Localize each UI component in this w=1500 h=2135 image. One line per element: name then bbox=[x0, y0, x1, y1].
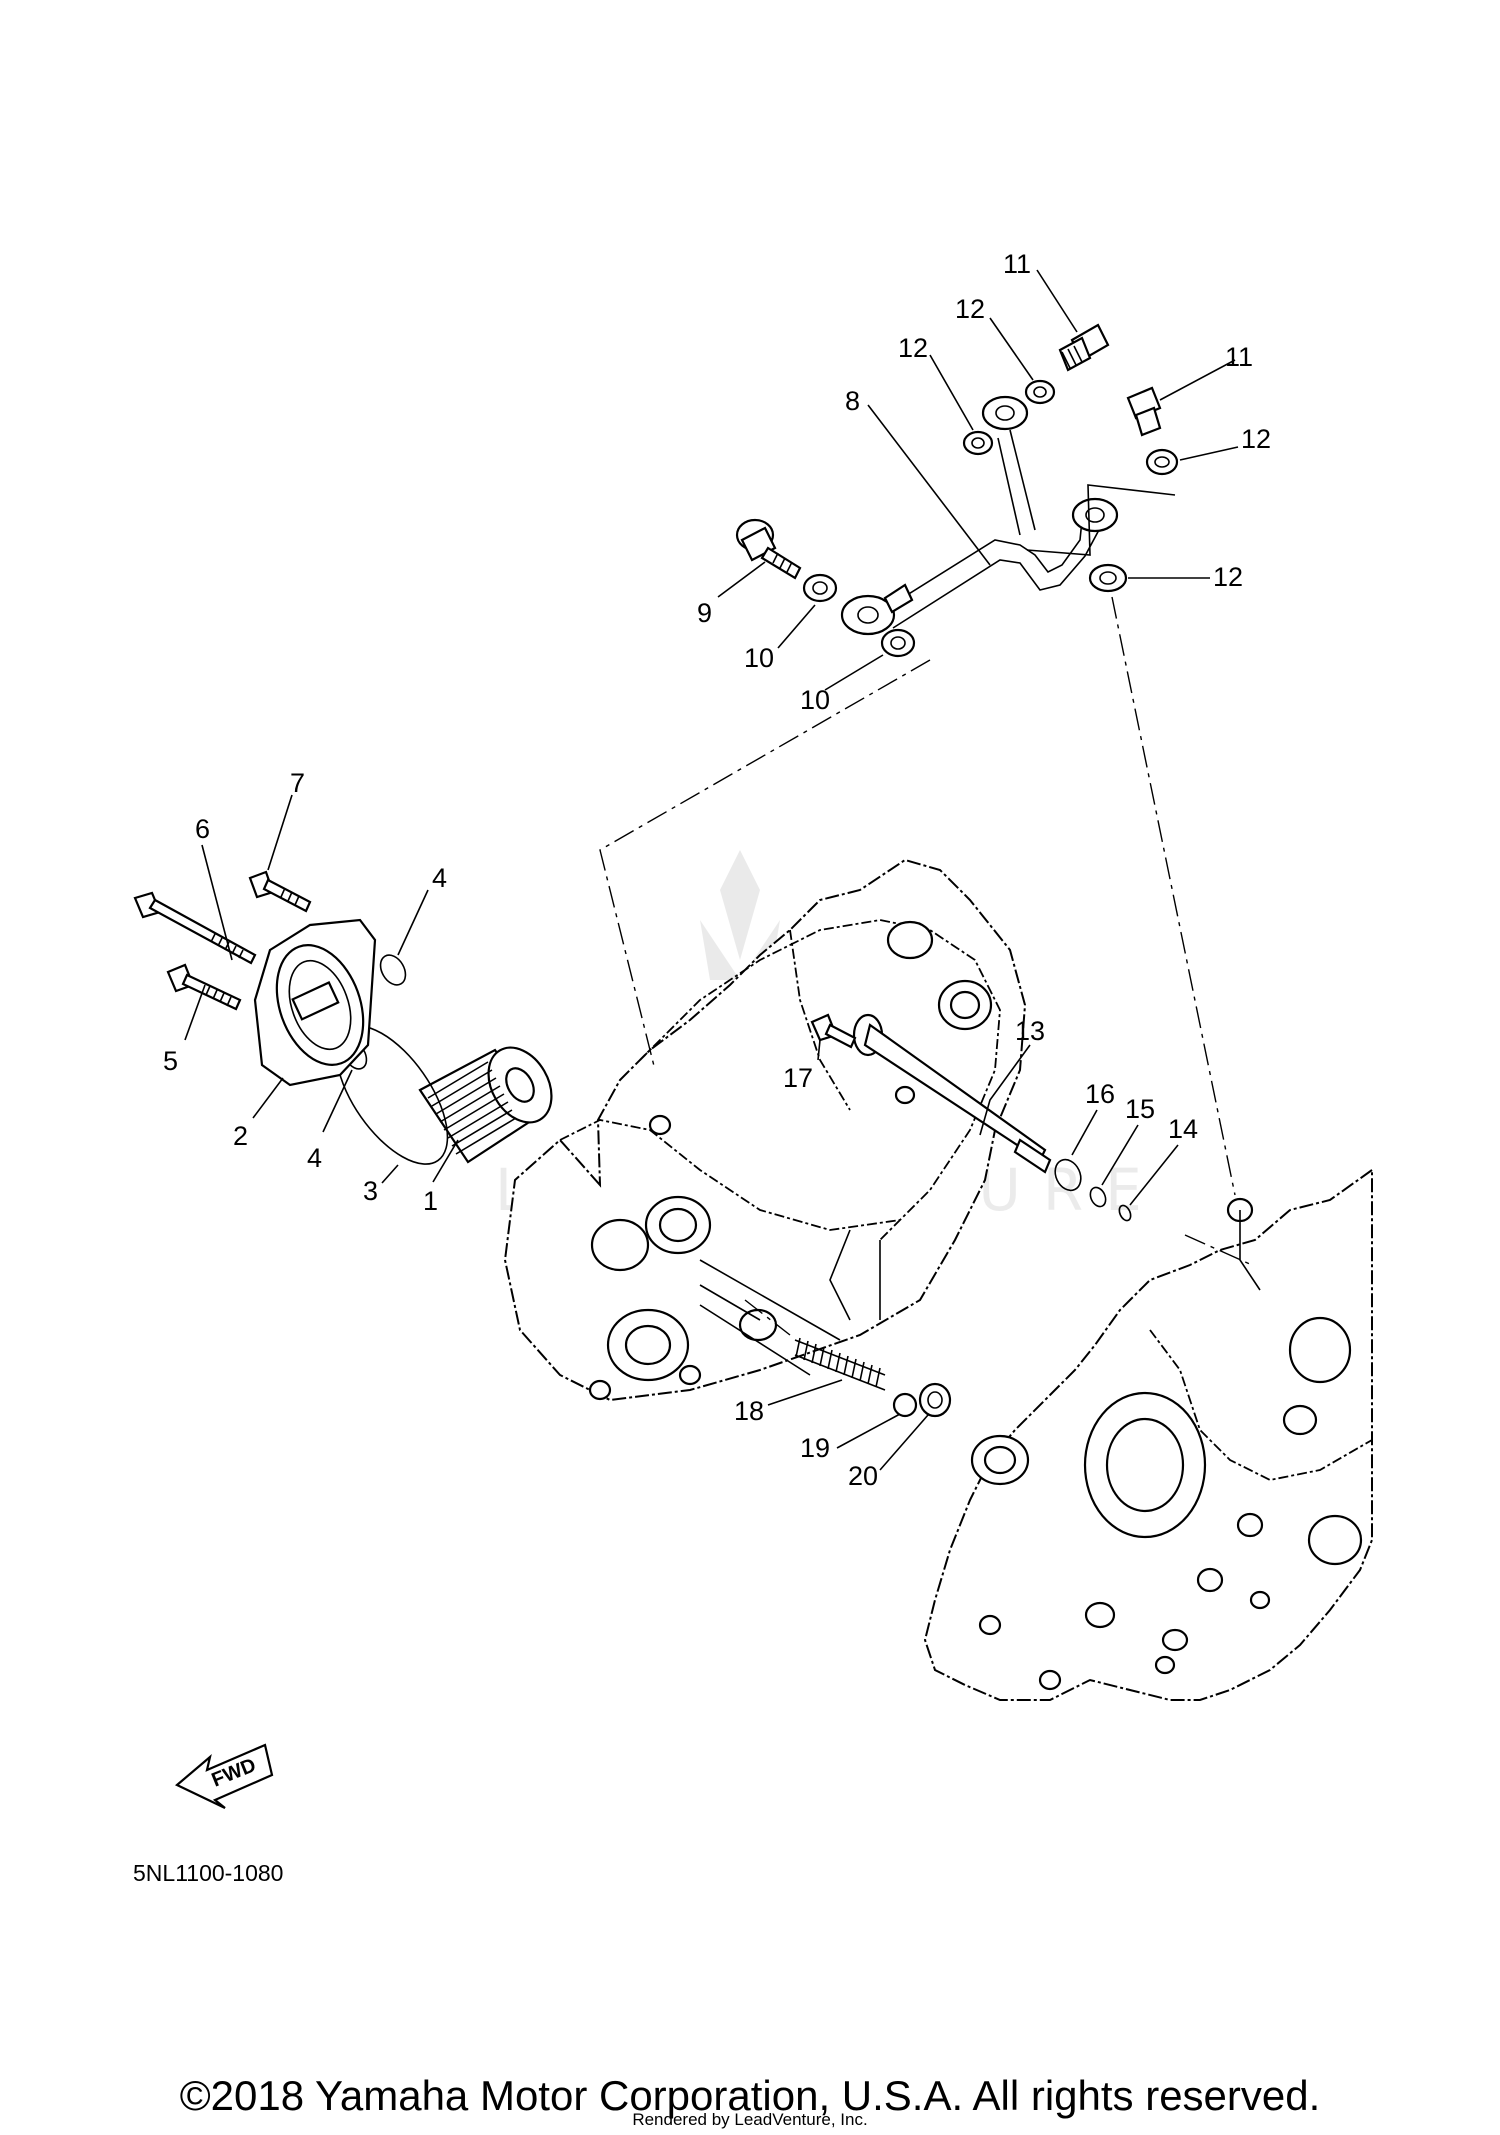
centerline-8 bbox=[599, 659, 931, 1071]
union-bolt-11-lower bbox=[1126, 386, 1162, 437]
washer-10-upper bbox=[802, 573, 838, 603]
centerline-12 bbox=[1111, 596, 1236, 1196]
fwd-arrow-icon: FWD bbox=[174, 1743, 274, 1809]
centerline-18 bbox=[744, 1299, 791, 1336]
callout-12-a: 12 bbox=[955, 294, 985, 324]
callouts: 1 2 3 4 4 5 6 7 8 9 10 10 11 11 12 12 12… bbox=[163, 249, 1271, 1491]
washer-12-d bbox=[1088, 563, 1128, 593]
callout-6: 6 bbox=[195, 814, 210, 844]
centerline-14 bbox=[1184, 1234, 1253, 1266]
callout-16: 16 bbox=[1085, 1079, 1115, 1109]
callout-14: 14 bbox=[1168, 1114, 1198, 1144]
callout-17: 17 bbox=[783, 1063, 813, 1093]
plug-20 bbox=[918, 1382, 952, 1418]
diagram-code: 5NL1100-1080 bbox=[133, 1860, 284, 1886]
callout-10-upper: 10 bbox=[744, 643, 774, 673]
bolt-long bbox=[133, 891, 257, 965]
callout-12-d: 12 bbox=[1213, 562, 1243, 592]
oil-delivery-pipe bbox=[840, 395, 1119, 636]
o-ring-small-upper bbox=[379, 954, 407, 986]
callout-9: 9 bbox=[697, 598, 712, 628]
ball-19 bbox=[892, 1392, 918, 1418]
bolt-short-7 bbox=[248, 870, 312, 913]
copyright-text: ©2018 Yamaha Motor Corporation, U.S.A. A… bbox=[179, 2072, 1321, 2119]
washer-12-a bbox=[1024, 379, 1056, 405]
callout-18: 18 bbox=[734, 1396, 764, 1426]
o-ring-16 bbox=[1054, 1158, 1082, 1192]
o-ring-15 bbox=[1089, 1186, 1107, 1208]
union-bolt-9 bbox=[735, 518, 802, 580]
bolt-short-5 bbox=[166, 963, 242, 1011]
rendered-by-text: Rendered by LeadVenture, Inc. bbox=[632, 2110, 868, 2129]
callout-12-b: 12 bbox=[898, 333, 928, 363]
callout-1: 1 bbox=[423, 1186, 438, 1216]
callout-7: 7 bbox=[290, 768, 305, 798]
callout-4-lower: 4 bbox=[307, 1143, 322, 1173]
union-bolt-11-upper bbox=[1058, 323, 1110, 372]
washer-12-c bbox=[1145, 448, 1179, 476]
shaft-13 bbox=[852, 1013, 1052, 1174]
callout-11-upper: 11 bbox=[1003, 249, 1031, 279]
callout-13: 13 bbox=[1015, 1016, 1045, 1046]
callout-4-upper: 4 bbox=[432, 863, 447, 893]
callout-19: 19 bbox=[800, 1433, 830, 1463]
washer-10-lower bbox=[880, 628, 916, 658]
bolt-17 bbox=[810, 1013, 857, 1049]
crankcase-right bbox=[923, 1168, 1373, 1701]
oil-filter-element bbox=[418, 1046, 553, 1164]
callout-5: 5 bbox=[163, 1046, 178, 1076]
callout-2: 2 bbox=[233, 1121, 248, 1151]
callout-20: 20 bbox=[848, 1461, 878, 1491]
callout-3: 3 bbox=[363, 1176, 378, 1206]
callout-15: 15 bbox=[1125, 1094, 1155, 1124]
callout-8: 8 bbox=[845, 386, 860, 416]
crankcase-left bbox=[503, 858, 1027, 1402]
washer-12-b bbox=[962, 430, 994, 456]
callout-10-lower: 10 bbox=[800, 685, 830, 715]
leader-lines bbox=[184, 269, 1239, 1471]
spring-18 bbox=[794, 1337, 886, 1391]
callout-12-c: 12 bbox=[1241, 424, 1271, 454]
oil-filter-cover bbox=[253, 918, 377, 1087]
o-ring-14 bbox=[1118, 1204, 1132, 1222]
callout-11-lower: 11 bbox=[1225, 342, 1253, 372]
